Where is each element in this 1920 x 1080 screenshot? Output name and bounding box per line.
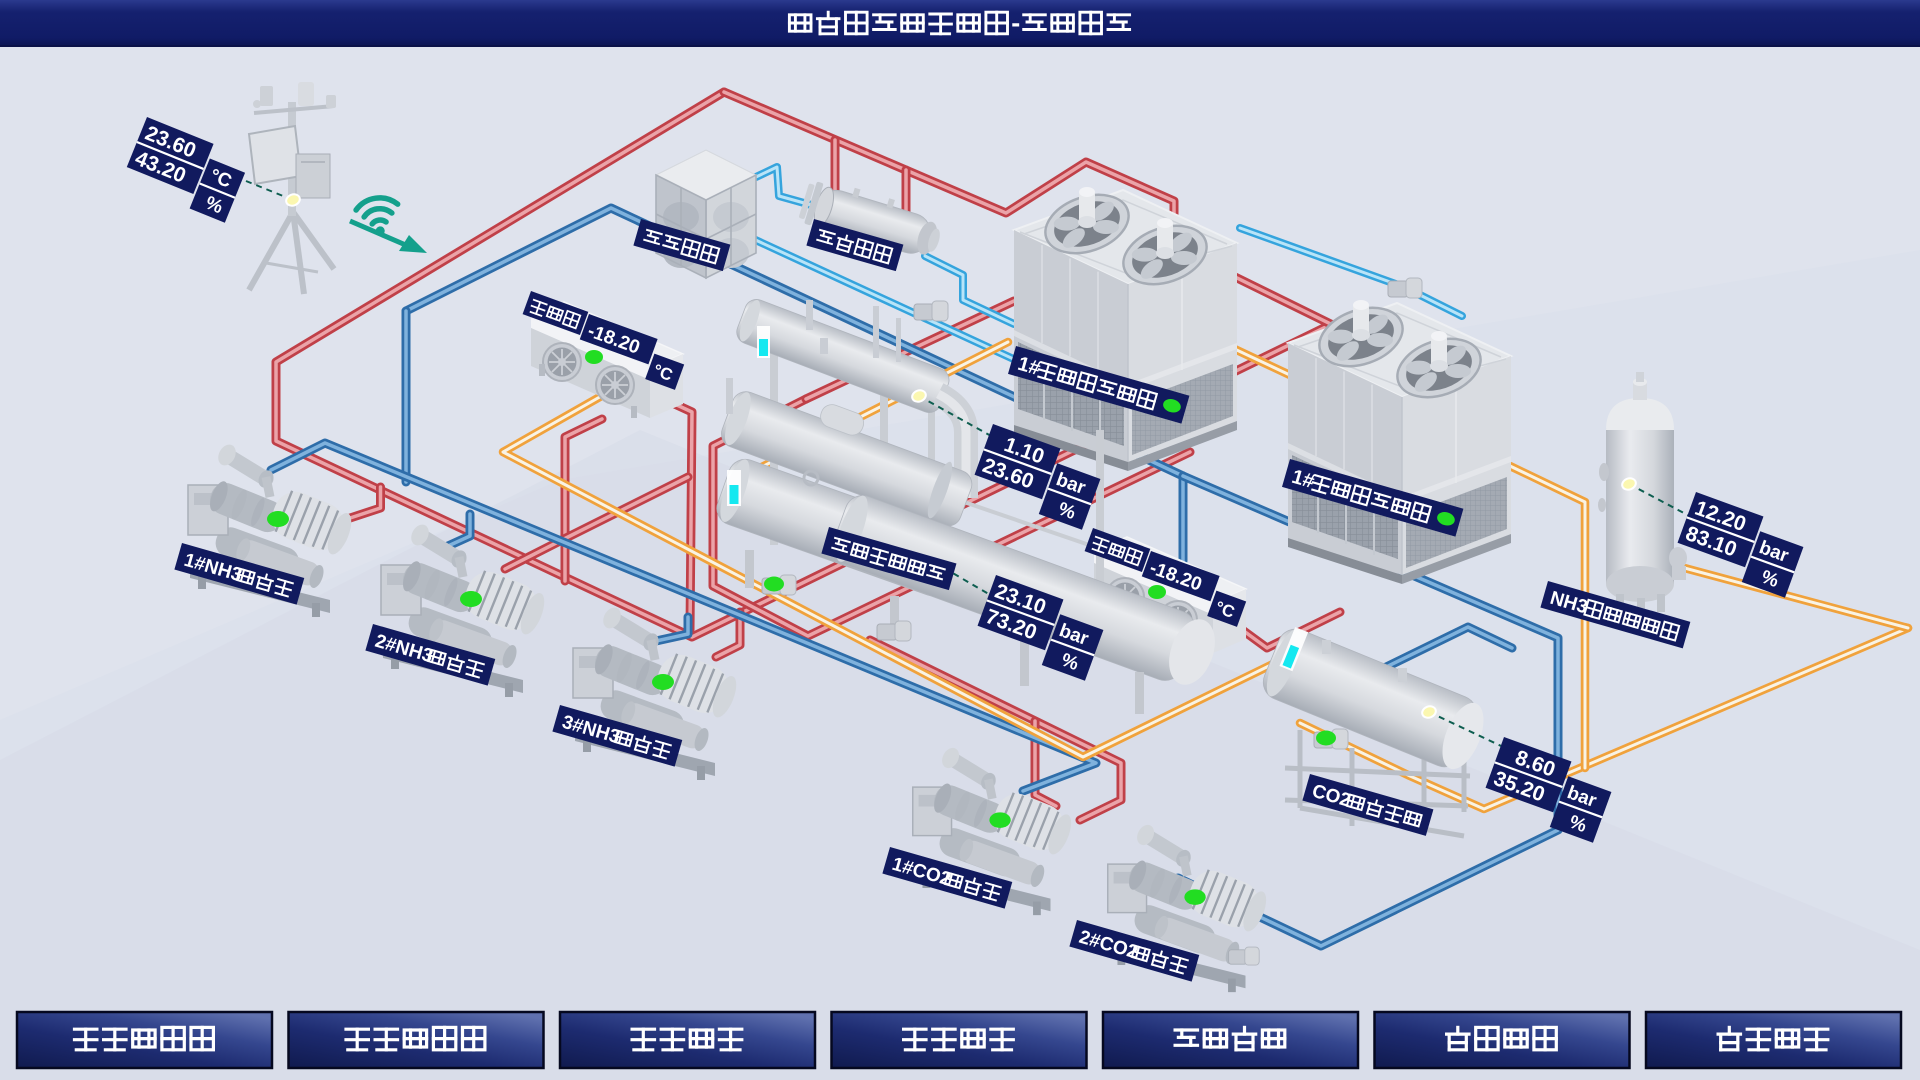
svg-text:%: % (1566, 812, 1589, 838)
svg-text:%: % (1055, 499, 1078, 525)
svg-text:%: % (202, 193, 226, 219)
svg-text:%: % (1758, 567, 1781, 593)
svg-text:%: % (1058, 650, 1081, 676)
svg-text:-: - (1011, 8, 1020, 38)
